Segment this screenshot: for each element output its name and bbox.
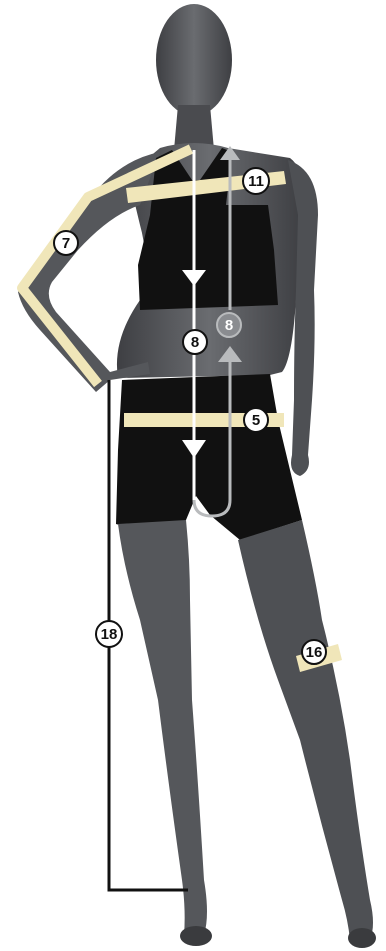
svg-text:8: 8 — [191, 334, 199, 351]
svg-text:7: 7 — [62, 235, 70, 252]
svg-text:5: 5 — [252, 412, 260, 429]
mannequin-left-leg — [118, 520, 207, 935]
marker-18: 18 — [96, 621, 122, 647]
marker-5: 5 — [244, 408, 268, 432]
marker-7: 7 — [54, 231, 78, 255]
svg-text:8: 8 — [225, 317, 233, 334]
svg-text:18: 18 — [101, 626, 118, 643]
marker-8-front: 8 — [183, 330, 207, 354]
svg-text:11: 11 — [248, 173, 264, 190]
marker-11: 11 — [243, 168, 269, 194]
mannequin-right-foot — [348, 928, 376, 948]
mannequin-right-leg — [238, 520, 373, 940]
mannequin-head — [156, 4, 232, 116]
marker-8-back: 8 — [217, 313, 241, 337]
mannequin-left-foot — [180, 926, 212, 946]
marker-16: 16 — [302, 640, 326, 664]
svg-text:16: 16 — [306, 644, 323, 661]
